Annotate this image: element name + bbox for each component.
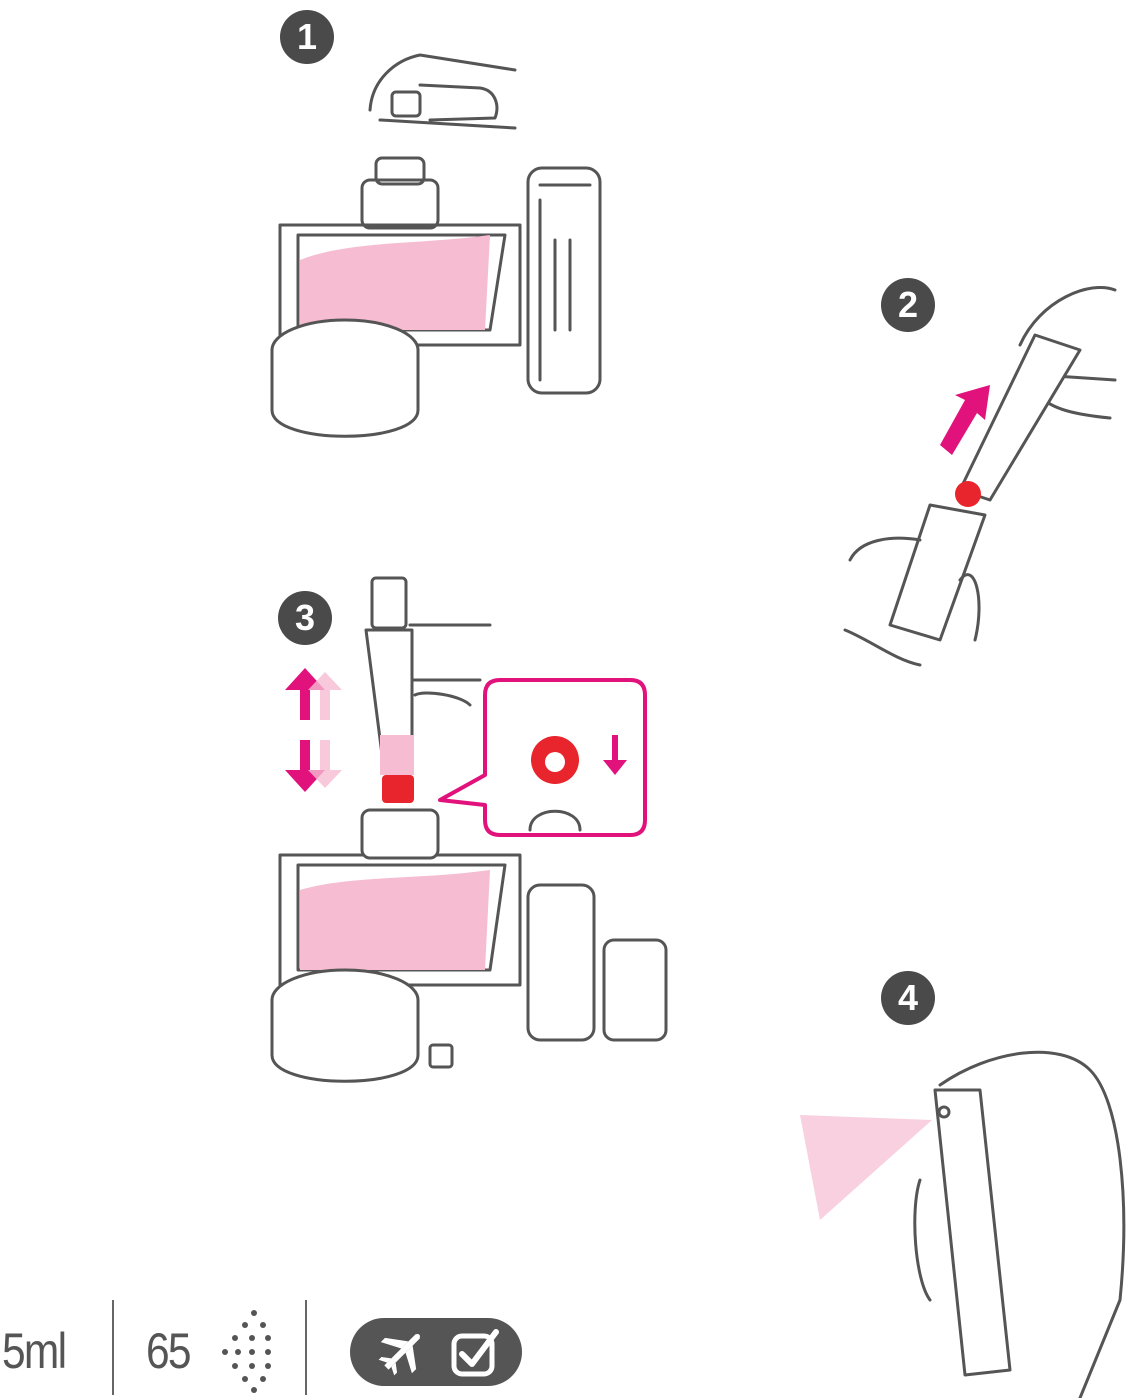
- step-3-badge: 3: [278, 591, 332, 645]
- step3-illustration: [270, 576, 668, 1083]
- case: [888, 503, 987, 642]
- spray-cap: [390, 90, 422, 118]
- atomizer-body: [958, 333, 1082, 502]
- perfume-bottle: [278, 223, 522, 347]
- step-1-badge: 1: [280, 10, 334, 64]
- up-arrow-icon: [285, 668, 325, 720]
- case-lid: [602, 938, 668, 1042]
- atomizer: [933, 1088, 1012, 1377]
- step-2-badge: 2: [881, 278, 935, 332]
- pull-arrow: [940, 385, 990, 455]
- hand: [913, 1050, 1126, 1398]
- airplane-icon: [378, 1334, 420, 1376]
- atomizer: [526, 166, 602, 395]
- spray-mist: [800, 1115, 932, 1220]
- travel-friendly-badge: [350, 1318, 522, 1386]
- hand-icon: [368, 53, 517, 130]
- step4-illustration: [800, 1050, 1126, 1398]
- step2-illustration: [843, 285, 1117, 667]
- step1-illustration: [270, 53, 602, 438]
- step-4-badge: 4: [881, 971, 935, 1025]
- checkbox-icon: [451, 1329, 499, 1377]
- case: [526, 883, 596, 1042]
- divider: [112, 1300, 114, 1395]
- hand-bottom: [843, 536, 981, 667]
- divider: [305, 1300, 307, 1395]
- spray-count: 65: [146, 1323, 192, 1379]
- volume-label: 5ml: [2, 1323, 67, 1379]
- spray-dots-icon: [222, 1310, 271, 1393]
- down-arrow-icon: [285, 740, 325, 792]
- perfume-bottle: [278, 853, 522, 987]
